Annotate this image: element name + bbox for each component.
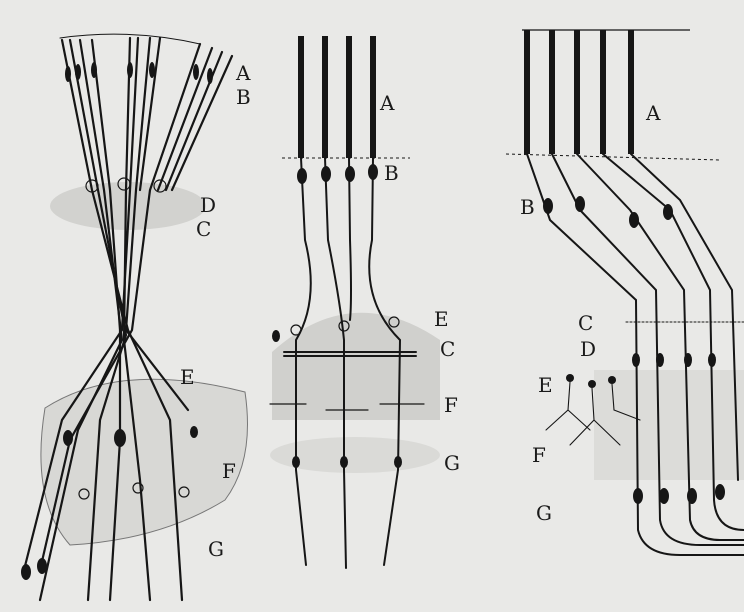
right-label-c: C (578, 311, 593, 335)
right-layer-ef (594, 370, 744, 480)
right-label-e: E (538, 373, 553, 397)
middle-label-f: F (444, 393, 458, 417)
left-label-a: A (235, 61, 251, 85)
middle-label-c: C (440, 337, 455, 361)
left-label-b: B (236, 85, 251, 109)
left-label-f: F (222, 459, 236, 483)
middle-label-e: E (434, 307, 449, 331)
left-label-d: D (200, 193, 216, 217)
left-label-g: G (208, 537, 224, 561)
right-label-f: F (532, 443, 546, 467)
left-label-c: C (196, 217, 211, 241)
middle-label-a: A (379, 91, 395, 115)
right-label-d: D (580, 337, 596, 361)
middle-label-g: G (444, 451, 460, 475)
middle-label-b: B (384, 161, 399, 185)
left-label-e: E (180, 365, 195, 389)
right-label-a: A (645, 101, 661, 125)
right-label-g: G (536, 501, 552, 525)
right-label-b: B (520, 195, 535, 219)
